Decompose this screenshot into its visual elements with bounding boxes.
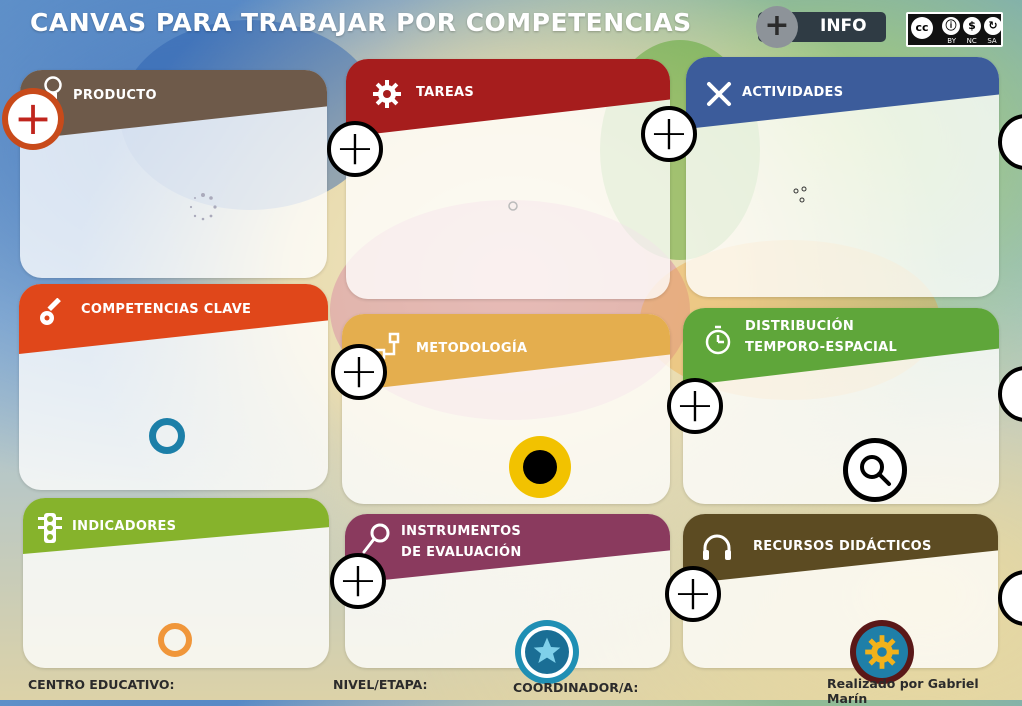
add-button-producto-active[interactable]: + <box>2 88 64 150</box>
add-button-actividades[interactable]: + <box>641 106 697 162</box>
info-label: INFO <box>820 16 867 36</box>
search-button[interactable] <box>843 438 907 502</box>
info-button[interactable]: + INFO <box>756 6 886 48</box>
card-label-line1: DISTRIBUCIÓN <box>745 319 855 334</box>
nc-icon: $ <box>963 17 981 35</box>
footer-nivel-etapa: NIVEL/ETAPA: <box>333 677 428 692</box>
card-actividades[interactable]: ACTIVIDADES <box>686 57 999 297</box>
card-label: METODOLOGÍA <box>416 341 528 356</box>
loading-ring <box>158 623 192 657</box>
tools-icon <box>704 79 734 114</box>
sa-icon: ↻ <box>984 17 1002 35</box>
card-label: ACTIVIDADES <box>742 85 844 100</box>
add-button-distribucion[interactable]: + <box>667 378 723 434</box>
star-icon <box>533 637 561 663</box>
card-indicadores[interactable]: INDICADORES <box>23 498 329 668</box>
add-button-recursos[interactable]: + <box>665 566 721 622</box>
loading-spinner <box>189 193 217 221</box>
settings-button[interactable] <box>850 620 914 684</box>
card-producto[interactable]: PRODUCTO <box>20 70 327 278</box>
magnifier-icon <box>361 522 391 561</box>
record-dot <box>509 436 571 498</box>
traffic-light-icon <box>37 512 63 549</box>
license-tag-nc: NC <box>966 37 977 45</box>
card-recursos[interactable]: RECURSOS DIDÁCTICOS <box>683 514 998 668</box>
card-label: RECURSOS DIDÁCTICOS <box>753 539 932 554</box>
card-label: INSTRUMENTOS DE EVALUACIÓN <box>401 521 522 563</box>
add-button-tareas[interactable]: + <box>327 121 383 177</box>
card-label: TAREAS <box>416 85 475 100</box>
footer-centro-educativo: CENTRO EDUCATIVO: <box>28 677 175 692</box>
card-label-line2: TEMPORO-ESPACIAL <box>745 340 898 355</box>
cc-license-badge[interactable]: cc ⓘ $ ↻ BY NC SA <box>906 12 1003 47</box>
card-label: DISTRIBUCIÓN TEMPORO-ESPACIAL <box>745 316 897 358</box>
gear-icon <box>865 635 899 669</box>
by-icon: ⓘ <box>942 17 960 35</box>
loading-spinner <box>793 186 807 203</box>
page-title: CANVAS PARA TRABAJAR POR COMPETENCIAS <box>30 8 692 37</box>
add-button-instrumentos[interactable]: + <box>330 553 386 609</box>
card-label: COMPETENCIAS CLAVE <box>81 302 252 317</box>
card-tareas[interactable]: TAREAS <box>346 59 670 299</box>
card-distribucion[interactable]: DISTRIBUCIÓN TEMPORO-ESPACIAL <box>683 308 999 504</box>
plus-icon: + <box>8 94 58 144</box>
card-competencias[interactable]: COMPETENCIAS CLAVE <box>19 284 328 490</box>
card-metodologia[interactable]: METODOLOGÍA <box>342 314 670 504</box>
edge-button-top[interactable] <box>998 114 1022 170</box>
card-header <box>20 70 327 140</box>
card-label-line2: DE EVALUACIÓN <box>401 545 522 560</box>
loading-spinner <box>508 201 518 211</box>
stopwatch-icon <box>703 324 733 361</box>
edge-button-bottom[interactable] <box>998 570 1022 626</box>
favorite-button[interactable] <box>515 620 579 684</box>
card-label: PRODUCTO <box>73 88 157 103</box>
add-button-metodologia[interactable]: + <box>331 344 387 400</box>
headset-icon <box>701 534 733 569</box>
card-label: INDICADORES <box>72 519 177 534</box>
footer-credit: Realizado por Gabriel Marín <box>827 676 979 706</box>
loading-ring <box>149 418 185 454</box>
key-icon <box>37 297 67 333</box>
license-tag-by: BY <box>947 37 956 45</box>
cc-icon: cc <box>911 17 933 39</box>
search-icon <box>860 455 891 486</box>
license-tag-sa: SA <box>987 37 997 45</box>
footer-coordinador: COORDINADOR/A: <box>513 680 639 695</box>
plus-icon: + <box>756 6 798 48</box>
edge-button-middle[interactable] <box>998 366 1022 422</box>
gear-icon <box>372 79 402 114</box>
card-instrumentos[interactable]: INSTRUMENTOS DE EVALUACIÓN <box>345 514 670 668</box>
card-label-line1: INSTRUMENTOS <box>401 524 522 539</box>
